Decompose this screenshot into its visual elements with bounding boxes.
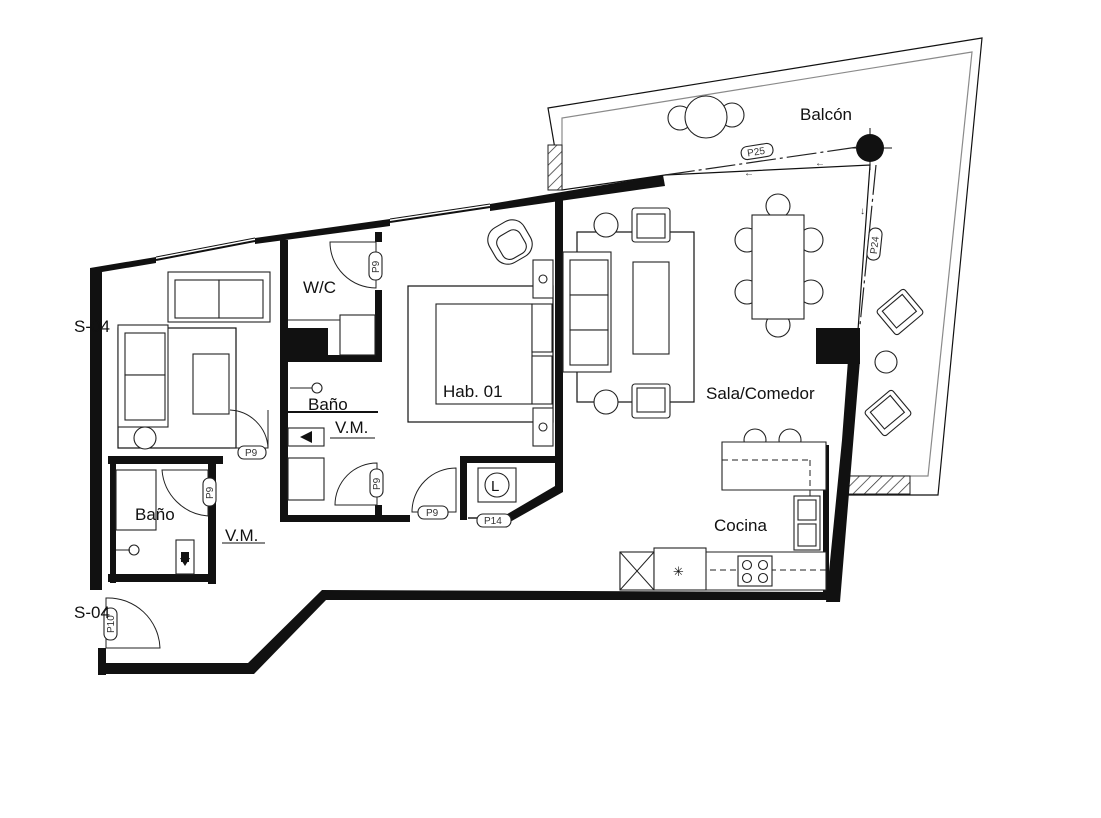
sliding-door-p24 — [859, 164, 877, 326]
room-label-wc: W/C — [303, 278, 336, 297]
tag-p9-living: P9 — [245, 448, 258, 459]
balcony-armchair — [864, 389, 912, 437]
arrow-p25-a: ← — [815, 158, 825, 169]
dining-table — [751, 214, 805, 320]
arrow-p24: ↓ — [860, 206, 865, 217]
living-side-table — [593, 212, 619, 238]
bed — [435, 303, 533, 405]
room-label-hab01: Hab. 01 — [443, 382, 503, 401]
balcony-table — [684, 95, 728, 139]
left-living — [117, 271, 271, 450]
bedroom-rug — [407, 285, 554, 423]
left-bathroom — [105, 469, 265, 649]
cooktop — [737, 555, 773, 587]
room-label-vm-center: V.M. — [335, 418, 368, 437]
balcony-armchair — [876, 288, 924, 336]
balcony-wall-hatch-left — [547, 144, 563, 191]
left-side-table — [133, 426, 157, 450]
door-p9-bano — [161, 469, 209, 517]
bedroom-armchair — [487, 219, 533, 265]
wall-right — [826, 360, 860, 602]
center-bathrooms — [287, 241, 378, 506]
center-vanity — [287, 457, 325, 501]
door-tags: P25 P24 P9 P9 P9 P9 P9 P14 P10 — [103, 142, 883, 641]
tag-p14: P14 — [484, 516, 502, 527]
tag-p24: P24 — [869, 235, 882, 254]
window-top-left — [155, 240, 256, 261]
living-dining — [562, 193, 824, 419]
section-label-bottom: S-04 — [74, 603, 110, 622]
balcony-side-table — [874, 350, 898, 374]
kitchen-island — [721, 441, 827, 491]
exterior-walls — [90, 175, 860, 675]
kitchen — [619, 428, 827, 591]
arrow-p25-b: ← — [744, 168, 754, 179]
tag-p10: P10 — [106, 615, 117, 633]
interior-walls — [108, 195, 563, 584]
tag-p25: P25 — [746, 146, 766, 160]
laundry-label: L — [491, 478, 499, 495]
room-label-cocina: Cocina — [714, 516, 767, 535]
door-p9-hall — [334, 462, 378, 506]
door-p9-wc — [329, 241, 377, 289]
wc-shower — [339, 314, 376, 356]
door-p9-bottom — [411, 467, 457, 513]
section-label-top: S-04 — [74, 317, 110, 336]
room-labels: Balcón Sala/Comedor Cocina Hab. 01 W/C B… — [74, 105, 852, 622]
tag-p9-bano: P9 — [205, 486, 216, 499]
room-label-bano-center: Baño — [308, 395, 348, 414]
room-label-vm-left: V.M. — [225, 526, 258, 545]
center-shower-head — [311, 382, 323, 394]
wall-left-upper — [90, 268, 102, 590]
tag-p9-bottom: P9 — [426, 508, 439, 519]
living-coffee-table — [632, 261, 670, 355]
room-label-bano-left: Baño — [135, 505, 175, 524]
window-top-mid-inner — [389, 203, 491, 220]
bedroom — [407, 219, 554, 519]
room-label-sala-comedor: Sala/Comedor — [706, 384, 815, 403]
door-p10 — [105, 597, 161, 649]
room-label-balcon: Balcón — [800, 105, 852, 124]
tag-p9-hall: P9 — [372, 477, 383, 490]
balcony: ← ← ↓ — [547, 37, 983, 496]
left-vanity — [115, 469, 157, 531]
sliding-door-p25 — [664, 146, 859, 176]
wall-bottom — [98, 590, 830, 674]
window-top-mid — [389, 206, 491, 223]
left-coffee-table — [192, 353, 230, 415]
wall-left-lower — [98, 648, 106, 675]
range-hood — [653, 547, 707, 591]
wall-right-column — [816, 328, 860, 364]
range-hood-icon: ✳ — [673, 565, 684, 580]
living-side-table — [593, 389, 619, 415]
tag-p9-wc: P9 — [371, 260, 382, 273]
dining-chair — [765, 193, 791, 219]
window-top-left-inner — [155, 237, 256, 258]
left-shower-head — [128, 544, 140, 556]
balcony-wall-hatch-right — [847, 475, 911, 495]
